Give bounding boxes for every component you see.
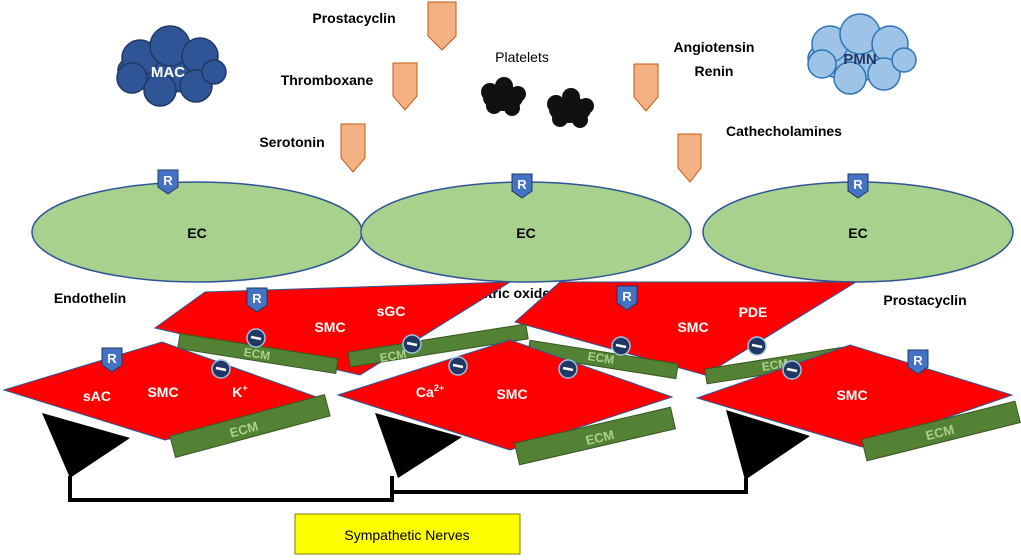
smc-back-right — [513, 281, 858, 376]
receptor-ec-right: R — [847, 173, 869, 199]
ecm-back-middle — [347, 323, 529, 368]
ecm-label-2: ECM — [379, 347, 408, 365]
inhibitor-8 — [782, 360, 802, 380]
prostacyclin-top-label: Prostacyclin — [312, 10, 395, 26]
ecm-label-3: ECM — [587, 349, 616, 367]
prostacyclin-right-label: Prostacyclin — [883, 292, 966, 308]
smc-back-left — [153, 281, 512, 376]
receptor-ec-center-label: R — [517, 177, 527, 192]
receptor-ec-center: R — [511, 173, 533, 199]
platelets-label: Platelets — [495, 49, 549, 65]
inhibitor-7 — [558, 359, 578, 379]
pmn-cloud — [807, 13, 917, 95]
pde-label: PDE — [739, 304, 768, 320]
angiotensin-label: Angiotensin — [674, 39, 755, 55]
sgc-label: sGC — [377, 303, 406, 319]
sac-label: sAC — [83, 388, 111, 404]
nerve-line-right — [390, 478, 748, 500]
receptor-smc-front-right: R — [907, 349, 929, 375]
smc-label-back-right: SMC — [677, 319, 708, 335]
ecm-label-7: ECM — [924, 422, 956, 444]
ecm-label-5: ECM — [228, 419, 260, 441]
mac-cloud — [116, 25, 227, 107]
inhibitor-6 — [747, 336, 767, 356]
smc-label-front-middle: SMC — [496, 386, 527, 402]
endothelin-label: Endothelin — [54, 290, 126, 306]
pmn-label: PMN — [843, 51, 876, 68]
receptor-smc-back-left-label: R — [252, 291, 262, 306]
receptor-smc-front-left-label: R — [107, 351, 117, 366]
receptor-smc-front-right-label: R — [913, 353, 923, 368]
inhibitor-4 — [448, 356, 468, 376]
sympathetic-nerves-label: Sympathetic Nerves — [344, 527, 469, 543]
receptor-ec-right-label: R — [853, 177, 863, 192]
ecm-front-left — [169, 394, 331, 458]
inhibitor-2 — [402, 334, 422, 354]
ecm-label-1: ECM — [243, 345, 272, 363]
prostacyclin-arrow — [427, 1, 457, 51]
thromboxane-label: Thromboxane — [281, 72, 374, 88]
receptor-ec-left-label: R — [163, 173, 173, 188]
serotonin-label: Serotonin — [259, 134, 324, 150]
inhibitor-3 — [211, 359, 231, 379]
nerve-terminal-left — [42, 413, 130, 478]
receptor-ec-left: R — [157, 169, 179, 195]
angiotensin-renin-arrow — [633, 63, 659, 112]
smc-label-back-left: SMC — [314, 319, 345, 335]
inhibitor-5 — [611, 336, 631, 356]
nerve-line-left — [68, 476, 394, 502]
mac-label: MAC — [151, 64, 185, 81]
platelet-2 — [547, 88, 594, 128]
nerve-terminal-middle — [375, 413, 462, 478]
receptor-smc-back-right: R — [616, 285, 638, 311]
ec-right-label: EC — [848, 225, 867, 241]
catecholamines-label: Cathecholamines — [726, 123, 842, 139]
smc-label-front-right: SMC — [836, 387, 867, 403]
receptor-smc-front-left: R — [101, 347, 123, 373]
ecm-front-right — [861, 400, 1021, 462]
k-ion-label: K+ — [232, 383, 247, 400]
inhibitor-1 — [246, 328, 266, 348]
catecholamines-arrow — [677, 133, 702, 183]
receptor-smc-back-right-label: R — [622, 289, 632, 304]
platelet-1 — [481, 77, 526, 116]
ecm-label-6: ECM — [584, 427, 616, 448]
sympathetic-nerves-box — [294, 513, 521, 555]
thromboxane-arrow — [392, 62, 418, 111]
smc-label-front-left: SMC — [147, 384, 178, 400]
ecm-front-middle — [513, 406, 677, 466]
renin-label: Renin — [695, 63, 734, 79]
serotonin-arrow — [340, 123, 366, 173]
ca-ion-label: Ca2+ — [416, 383, 444, 400]
ec-center-label: EC — [516, 225, 535, 241]
receptor-smc-back-left: R — [246, 287, 268, 313]
nerve-terminal-right — [726, 410, 810, 480]
ec-left-label: EC — [187, 225, 206, 241]
